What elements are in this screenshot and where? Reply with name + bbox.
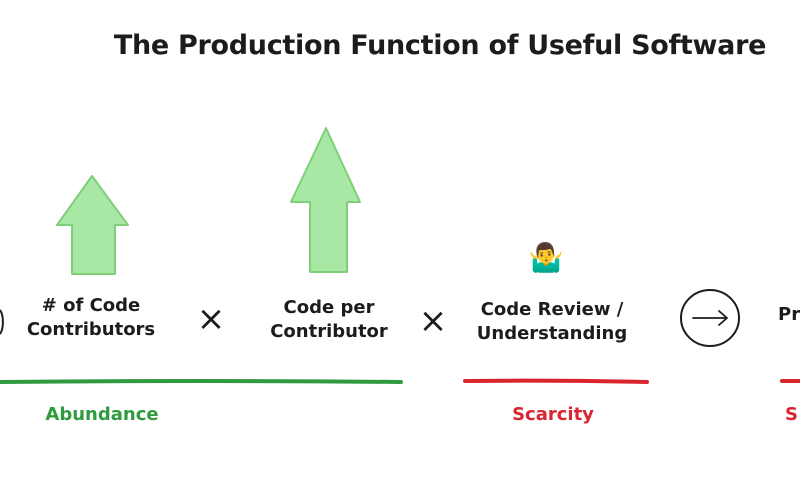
scarcity-underline [463, 378, 649, 384]
circled-arrow-icon [680, 289, 740, 347]
term-contributors-line2: Contributors [26, 319, 156, 341]
large-up-arrow-icon [290, 127, 361, 273]
shrug-emoji-icon: 🤷‍♂️ [528, 241, 564, 274]
left-partial-circle [0, 309, 4, 335]
term-cutoff-line1: Pr [778, 304, 800, 325]
abundance-label: Abundance [45, 404, 159, 425]
term-code-review: Code Review / Understanding [452, 298, 652, 347]
multiply-operator-1: × [196, 299, 226, 339]
term-contributors: # of Code Contributors [0, 294, 191, 343]
term-code-review-line1: Code Review / [480, 299, 624, 320]
term-code-per-contributor-line2: Contributor [270, 321, 388, 343]
scarcity-label: Scarcity [512, 404, 594, 425]
abundance-underline [0, 379, 403, 384]
cutoff-label: S [785, 404, 798, 425]
term-contributors-line1: # of Code [41, 295, 141, 316]
term-cutoff: Pr [778, 303, 800, 327]
term-code-review-line2: Understanding [476, 323, 628, 345]
term-code-per-contributor: Code per Contributor [229, 296, 429, 345]
page-title: The Production Function of Useful Softwa… [113, 30, 767, 61]
small-up-arrow-icon [56, 175, 129, 275]
term-code-per-contributor-line1: Code per [283, 297, 375, 318]
multiply-operator-2: × [418, 301, 448, 341]
